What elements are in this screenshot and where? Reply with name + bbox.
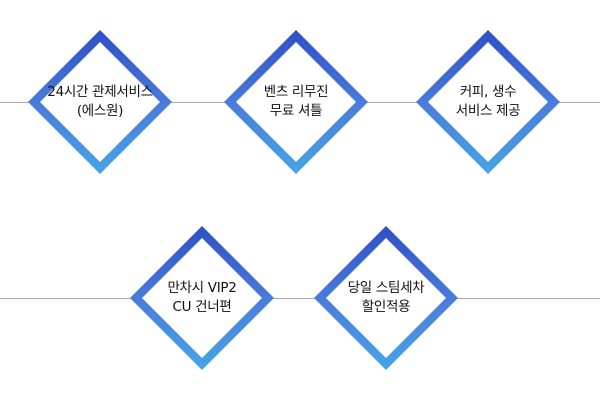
service-label: 만차시 VIP2 CU 건너편 (167, 280, 237, 315)
service-label: 24시간 관제서비스 (에스원) (47, 84, 153, 119)
service-label: 당일 스팀세차 할인적용 (347, 280, 425, 315)
service-card-shuttle: 벤츠 리무진 무료 셔틀 (224, 30, 368, 174)
service-card-steam-wash: 당일 스팀세차 할인적용 (314, 226, 458, 370)
service-label: 벤츠 리무진 무료 셔틀 (263, 84, 329, 119)
service-card-coffee: 커피, 생수 서비스 제공 (416, 30, 560, 174)
service-label: 커피, 생수 서비스 제공 (455, 84, 521, 119)
connector-line-bottom (0, 298, 600, 299)
service-card-control: 24시간 관제서비스 (에스원) (28, 30, 172, 174)
service-card-overflow-parking: 만차시 VIP2 CU 건너편 (130, 226, 274, 370)
